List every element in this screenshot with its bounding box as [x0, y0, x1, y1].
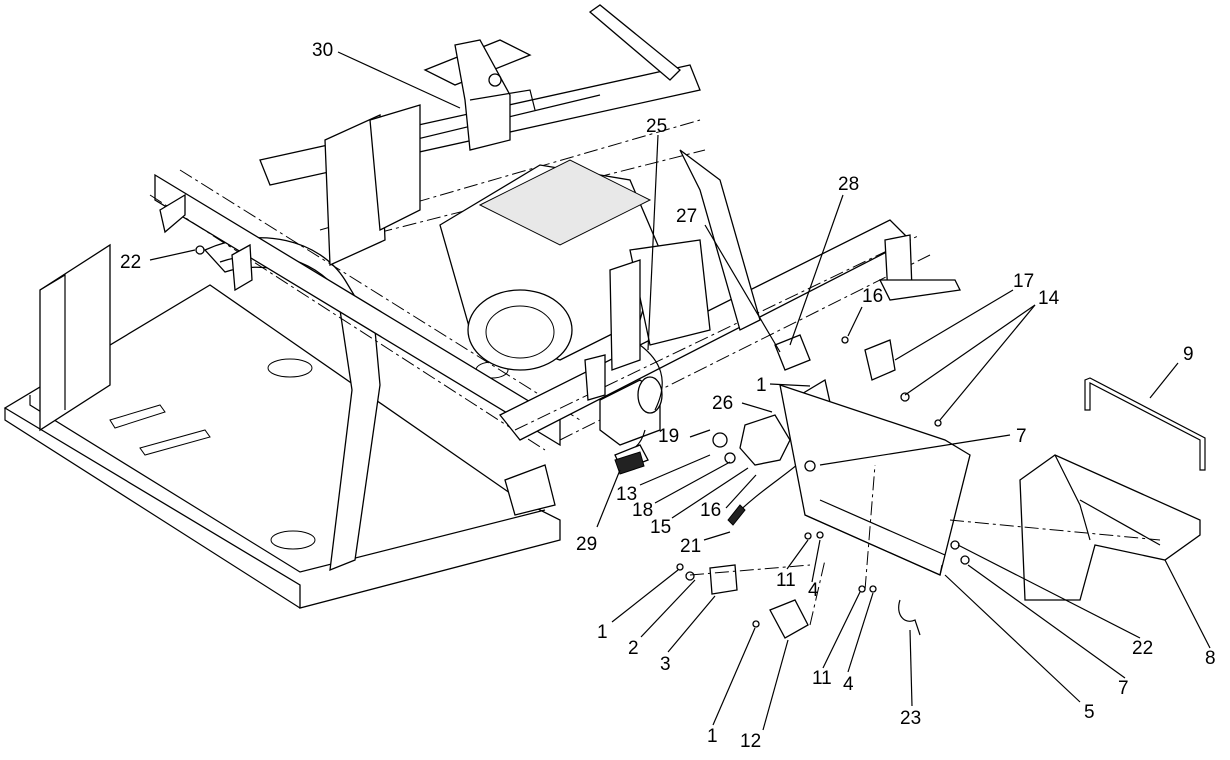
callout-1: 1 — [597, 622, 608, 643]
callout-1: 1 — [707, 726, 718, 747]
leader-lines — [149, 51, 1211, 731]
callout-14: 14 — [1038, 288, 1060, 309]
engine-block — [439, 159, 711, 371]
callout-13: 13 — [616, 484, 637, 505]
callout-30: 30 — [312, 40, 333, 61]
callout-8: 8 — [1205, 648, 1216, 669]
callout-11: 11 — [812, 668, 832, 689]
callout-16: 16 — [862, 286, 883, 307]
rod-part — [1084, 377, 1206, 471]
callout-18: 18 — [632, 500, 653, 521]
callout-19: 19 — [658, 426, 679, 447]
callout-labels: 30 25 22 28 27 17 14 16 9 1 26 7 19 13 1… — [120, 40, 1216, 752]
callout-3: 3 — [660, 654, 671, 675]
callout-7: 7 — [1016, 426, 1027, 447]
mounting-plate — [779, 279, 971, 576]
callout-26: 26 — [712, 393, 733, 414]
callout-12: 12 — [740, 731, 761, 752]
callout-7: 7 — [1118, 678, 1129, 699]
callout-16: 16 — [700, 500, 721, 521]
callout-9: 9 — [1183, 344, 1194, 365]
callout-15: 15 — [650, 517, 671, 538]
callout-4: 4 — [843, 674, 854, 695]
callout-29: 29 — [576, 534, 597, 555]
callout-22: 22 — [120, 252, 141, 273]
callout-23: 23 — [900, 708, 921, 729]
callout-22: 22 — [1132, 638, 1153, 659]
callout-27: 27 — [676, 206, 697, 227]
loose-hardware — [195, 245, 1161, 639]
callout-21: 21 — [680, 536, 701, 557]
callout-4: 4 — [808, 580, 819, 601]
callout-11: 11 — [776, 570, 796, 591]
callout-5: 5 — [1084, 702, 1095, 723]
callout-28: 28 — [838, 174, 859, 195]
callout-17: 17 — [1013, 271, 1034, 292]
cover-panel — [1019, 454, 1201, 601]
callout-1: 1 — [756, 375, 767, 396]
seat-latch-bracket — [423, 39, 536, 151]
callout-25: 25 — [646, 116, 667, 137]
callout-2: 2 — [628, 638, 639, 659]
